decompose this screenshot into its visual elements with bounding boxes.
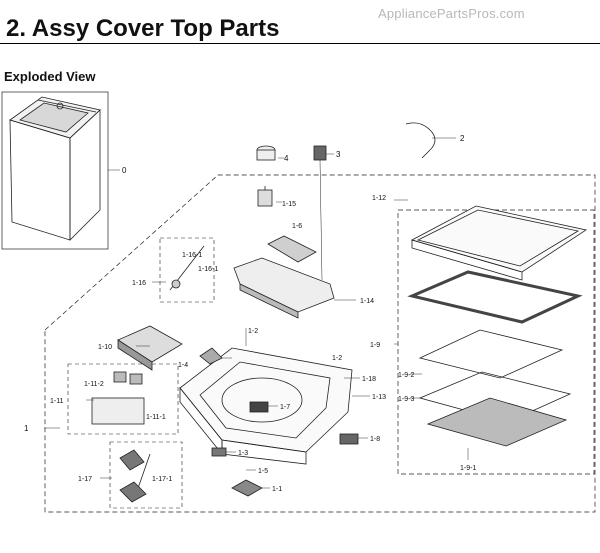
- label-1: 1: [24, 424, 29, 433]
- group-1-11-boundary: [67, 363, 179, 435]
- label-1-13: 1-13: [372, 394, 386, 401]
- label-1-6: 1-6: [292, 223, 302, 230]
- leader-lines: [44, 137, 469, 489]
- label-1-1: 1-1: [272, 486, 282, 493]
- label-1-9-2: 1-9-2: [398, 372, 414, 379]
- label-1-9: 1-9: [370, 342, 380, 349]
- label-1-10: 1-10: [98, 344, 112, 351]
- title-divider: [0, 43, 600, 44]
- page-title: 2. Assy Cover Top Parts: [6, 15, 280, 42]
- label-1-8: 1-8: [370, 436, 380, 443]
- part-1-7-latch: [249, 401, 269, 413]
- group-1-17-boundary: [109, 441, 183, 509]
- label-1-9-1: 1-9-1: [460, 465, 476, 472]
- label-3: 3: [336, 150, 341, 159]
- label-0: 0: [122, 166, 127, 175]
- label-1-15: 1-15: [282, 201, 296, 208]
- label-1-4: 1-4: [178, 362, 188, 369]
- part-1-15-valve: [257, 186, 273, 207]
- label-4: 4: [284, 154, 289, 163]
- label-1-14: 1-14: [360, 298, 374, 305]
- section-subtitle: Exploded View: [4, 69, 96, 84]
- part-1-11-drawer: [91, 397, 145, 425]
- label-1-7: 1-7: [280, 404, 290, 411]
- label-1-11-2: 1-11-2: [84, 381, 104, 388]
- part-4-cap: [256, 145, 276, 161]
- assembly-boundary: [44, 174, 596, 513]
- group-1-16-boundary: [159, 237, 215, 303]
- label-1-16-1-top: 1-16-1: [182, 252, 202, 259]
- label-1-16-1-bottom: 1-16-1: [198, 266, 218, 273]
- part-1-10-dispenser: [117, 325, 183, 363]
- label-1-18: 1-18: [362, 376, 376, 383]
- part-1-1-cap: [231, 479, 263, 497]
- label-1-16: 1-16: [132, 280, 146, 287]
- washer-illustration: [9, 96, 101, 241]
- label-1-2-top: 1-2: [248, 328, 258, 335]
- part-3-sensor: [313, 145, 327, 161]
- part-1-17-softener: [119, 449, 145, 471]
- label-1-11: 1-11: [50, 398, 64, 405]
- label-1-3: 1-3: [238, 450, 248, 457]
- label-1-5: 1-5: [258, 468, 268, 475]
- washer-frame: [1, 91, 109, 250]
- lid-assembly: [407, 205, 588, 447]
- part-1-6-switch: [267, 235, 317, 263]
- label-1-2-right: 1-2: [332, 355, 342, 362]
- part-1-3-clip: [211, 447, 227, 457]
- label-1-12: 1-12: [372, 195, 386, 202]
- label-1-17-1: 1-17-1: [152, 476, 172, 483]
- label-2: 2: [460, 134, 465, 143]
- part-1-8-hinge: [339, 433, 359, 445]
- label-1-11-1: 1-11-1: [146, 414, 166, 421]
- part-2-harness: [405, 122, 436, 159]
- control-panel: [233, 257, 335, 319]
- label-1-9-3: 1-9-3: [398, 396, 414, 403]
- watermark: AppliancePartsPros.com: [378, 6, 525, 21]
- label-1-17: 1-17: [78, 476, 92, 483]
